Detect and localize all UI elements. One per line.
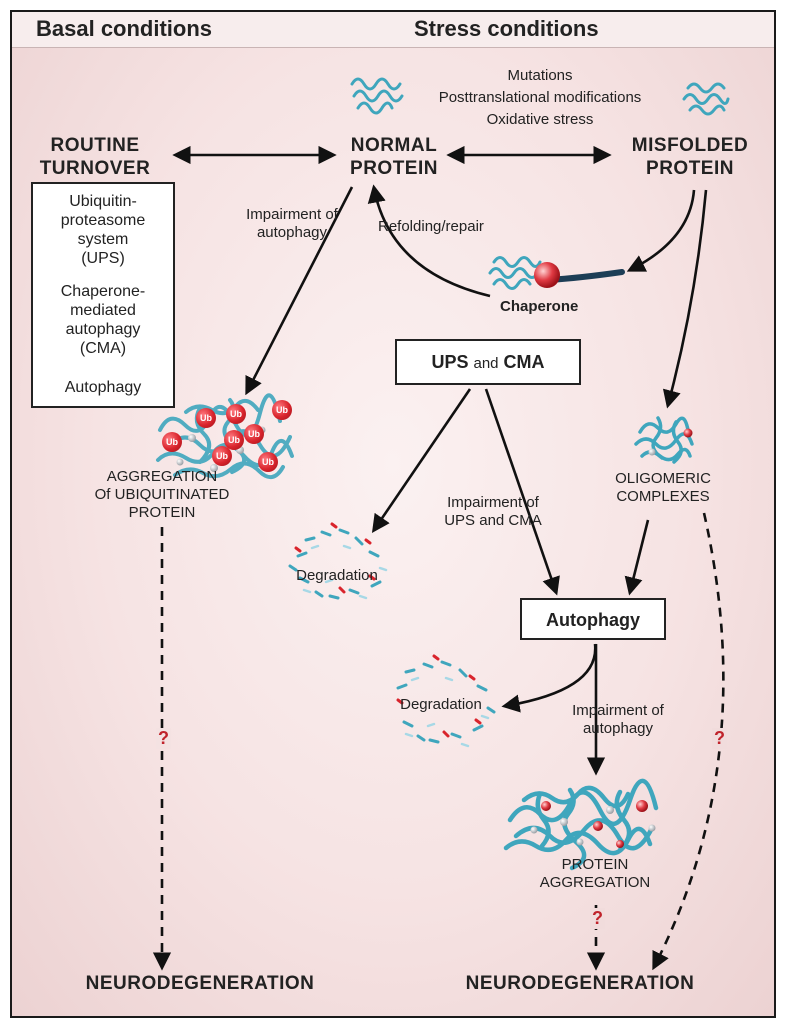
question-mark-oligomeric: ? bbox=[712, 728, 727, 749]
arrow-autophagy-degradation bbox=[501, 643, 597, 713]
chaperone-icon bbox=[488, 256, 625, 290]
question-mark-aggregation: ? bbox=[590, 908, 605, 929]
ub-badge-icon: Ub bbox=[162, 432, 182, 452]
arrow-ups-degradation bbox=[371, 388, 472, 534]
ub-badge-icon: Ub bbox=[244, 424, 264, 444]
degradation-label-2: Degradation bbox=[400, 696, 482, 713]
oligomeric-complex-icon bbox=[634, 416, 694, 464]
stressor-oxidative: Oxidative stress bbox=[486, 111, 594, 128]
arrow-misfolded-oligomeric bbox=[662, 189, 708, 409]
ub-badge-icon: Ub bbox=[226, 404, 246, 424]
arrow-misfolded-chaperone bbox=[626, 189, 696, 272]
ub-badge-icon: Ub bbox=[272, 400, 292, 420]
systems-ups: Ubiquitin-proteasome system(UPS) bbox=[60, 193, 146, 267]
stressor-ptm: Posttranslational modifications bbox=[438, 89, 642, 106]
degradation-fragments-1-icon bbox=[288, 522, 388, 600]
diagram-frame bbox=[10, 10, 776, 1018]
degradation-systems-box: Ubiquitin-proteasome system(UPS) Chapero… bbox=[31, 182, 175, 408]
arrow-normal-aggregation bbox=[245, 186, 354, 396]
protein-aggregate-icon bbox=[503, 778, 659, 871]
ups-cma-label: UPS and CMA bbox=[431, 352, 545, 372]
protein-coil-normal-icon bbox=[350, 77, 404, 115]
degradation-fragments-2-icon bbox=[396, 654, 496, 748]
ub-badge-icon: Ub bbox=[258, 452, 278, 472]
label-refolding-repair: Refolding/repair bbox=[378, 218, 484, 235]
header-bar bbox=[12, 12, 774, 48]
arrow-oligomeric-autophagy bbox=[624, 519, 650, 596]
degradation-label-1: Degradation bbox=[296, 567, 378, 584]
systems-autophagy: Autophagy bbox=[64, 379, 142, 396]
ub-badge-icon: Ub bbox=[212, 446, 232, 466]
question-mark-left: ? bbox=[156, 728, 171, 749]
dashed-arrow-oligomeric bbox=[652, 512, 725, 971]
arrows bbox=[172, 145, 708, 776]
dashed-arrows bbox=[152, 512, 725, 971]
ub-badge-icon: Ub bbox=[196, 408, 216, 428]
systems-cma: Chaperone-mediated autophagy(CMA) bbox=[60, 283, 146, 357]
protein-coil-misfolded-icon bbox=[682, 82, 730, 116]
ub-badge-icon: Ub bbox=[224, 430, 244, 450]
arrow-refolding bbox=[367, 184, 491, 298]
arrow-ups-autophagy bbox=[484, 388, 560, 596]
basal-conditions-header: Basal conditions bbox=[36, 16, 213, 41]
ups-cma-box: UPS and CMA bbox=[395, 339, 581, 385]
neurodegeneration-right: NEURODEGENERATION bbox=[465, 973, 695, 994]
chaperone-label: Chaperone bbox=[500, 298, 579, 315]
neurodegeneration-left: NEURODEGENERATION bbox=[85, 973, 315, 994]
stressor-mutations: Mutations bbox=[507, 67, 573, 84]
stress-conditions-header: Stress conditions bbox=[414, 16, 599, 41]
autophagy-box-label: Autophagy bbox=[546, 610, 640, 630]
autophagy-box: Autophagy bbox=[520, 598, 666, 640]
